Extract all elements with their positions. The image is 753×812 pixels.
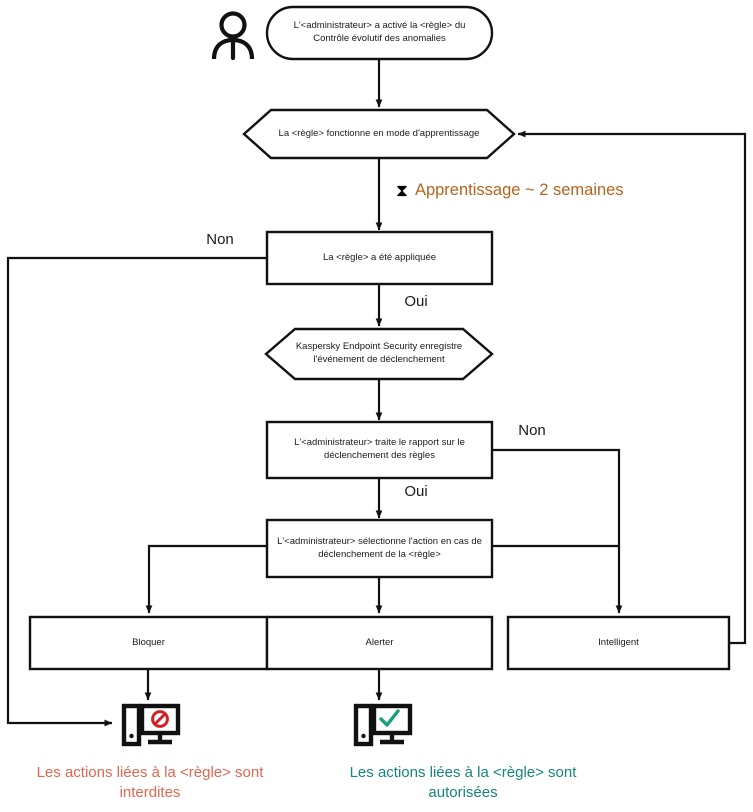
learning-duration-label: ⧗ Apprentissage ~ 2 semaines [396,181,624,200]
node-action-alert-shape [265,615,494,671]
hourglass-icon: ⧗ [396,181,408,200]
node-admin-selects-shape [265,518,494,579]
edge-report-no-to-smart [492,448,623,614]
edge-label-applied-no: Non [206,231,234,248]
node-start-shape [265,5,494,61]
edge-select-to-block [145,544,267,614]
node-learning-mode-shape [242,108,516,160]
node-action-smart-shape [506,615,731,671]
node-admin-report-shape [265,420,494,480]
edge-label-report-yes: Oui [404,483,428,500]
edge-smart-loop-to-learning [517,130,747,645]
edge-label-applied-yes: Oui [404,293,428,310]
node-rule-applied-shape [265,230,494,286]
monitor-allowed-icon [353,703,413,747]
outcome-allowed-caption: Les actions liées à la <règle> sont auto… [349,764,577,802]
node-action-block-shape [28,615,269,671]
learning-duration-text: Apprentissage ~ 2 semaines [414,181,624,199]
person-icon [211,11,255,61]
outcome-denied-caption: Les actions liées à la <règle> sont inte… [36,764,264,802]
monitor-blocked-icon [121,703,181,747]
node-kes-logs-shape [264,327,494,381]
edge-applied-no-to-denied [6,256,267,727]
edge-label-report-no: Non [518,422,546,439]
